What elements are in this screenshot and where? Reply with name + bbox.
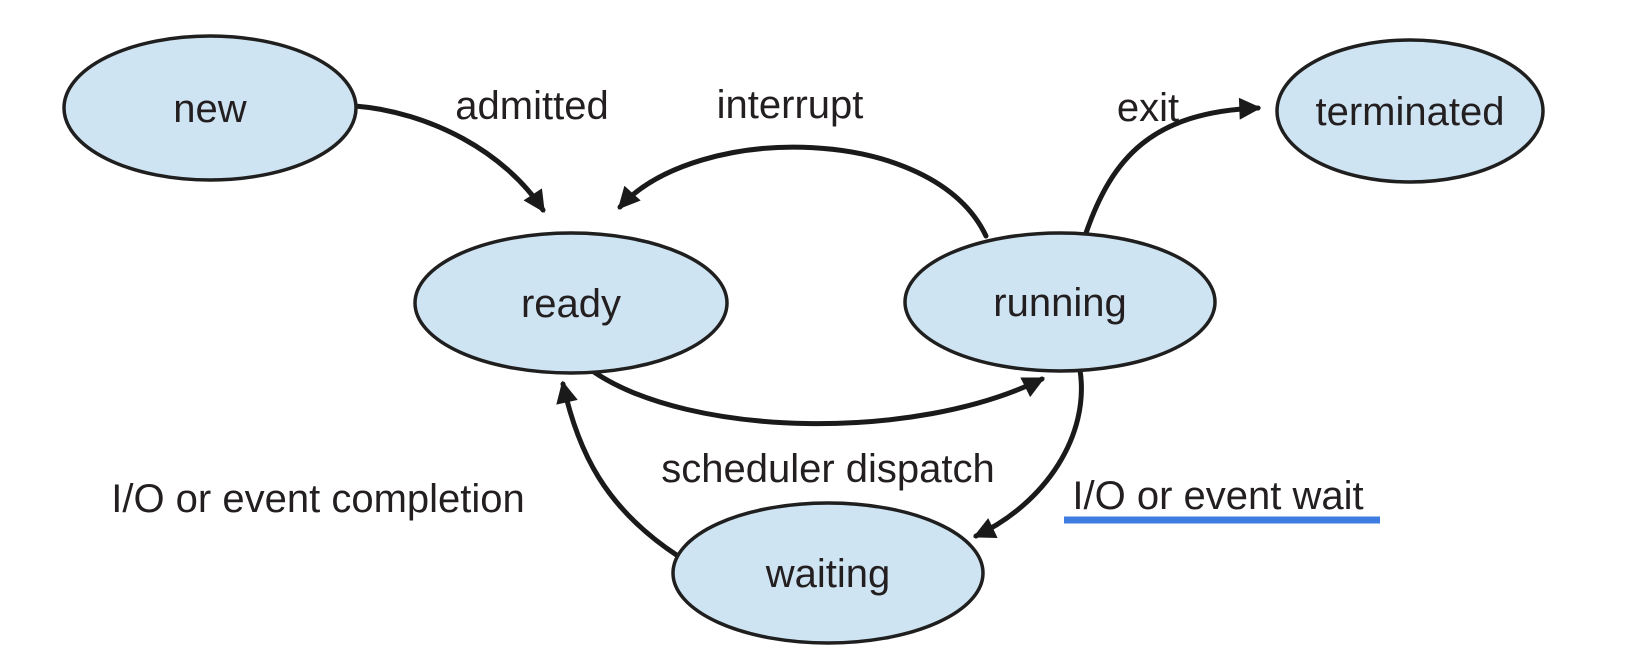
transition-scheduler-dispatch-arrow: [591, 369, 1045, 427]
transition-admitted-label: admitted: [455, 84, 608, 128]
state-waiting-label: waiting: [765, 552, 891, 596]
transition-io-event-completion-arrow: [556, 380, 681, 559]
state-running-label: running: [993, 281, 1126, 325]
transition-io-event-wait-arrow: [973, 367, 1084, 539]
transition-io-event-completion-label: I/O or event completion: [111, 477, 525, 521]
state-new-label: new: [173, 87, 246, 131]
state-new-ellipse: [62, 34, 358, 182]
transition-exit-label: exit: [1117, 86, 1179, 130]
transition-interrupt-arrow: [617, 144, 989, 239]
state-ready-ellipse: [413, 231, 729, 375]
state-running-ellipse: [903, 231, 1217, 373]
state-terminated-label: terminated: [1316, 90, 1505, 134]
transition-interrupt-label: interrupt: [717, 83, 864, 127]
state-ready-label: ready: [521, 282, 621, 326]
state-terminated-ellipse: [1275, 38, 1545, 184]
transition-admitted-arrow: [352, 103, 546, 213]
transition-exit-arrow: [1083, 97, 1262, 236]
transition-io-event-wait-label: I/O or event wait: [1072, 474, 1363, 518]
transition-scheduler-dispatch-label: scheduler dispatch: [661, 447, 995, 491]
state-waiting-ellipse: [671, 501, 985, 645]
